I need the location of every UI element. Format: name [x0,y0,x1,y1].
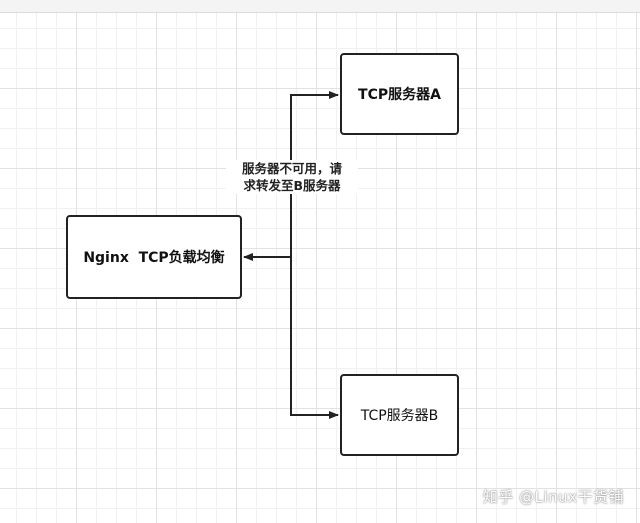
server-b-label: TCP服务器B [360,408,439,424]
tcp-server-a-node[interactable]: TCP服务器A [340,53,459,135]
tcp-server-b-node[interactable]: TCP服务器B [340,374,459,456]
canvas-top-bar [0,0,640,13]
edge-label: 服务器不可用，请 求转发至B服务器 [226,160,358,194]
edge-label-line-1: 服务器不可用，请 [241,161,342,176]
nginx-node-label: Nginx TCP负载均衡 [83,250,225,266]
server-a-label: TCP服务器A [358,87,441,103]
edge-label-line-2: 求转发至B服务器 [243,178,341,193]
nginx-load-balancer-node[interactable]: Nginx TCP负载均衡 [66,215,242,299]
zhihu-watermark: 知乎 @Linux干货铺 [482,488,624,506]
